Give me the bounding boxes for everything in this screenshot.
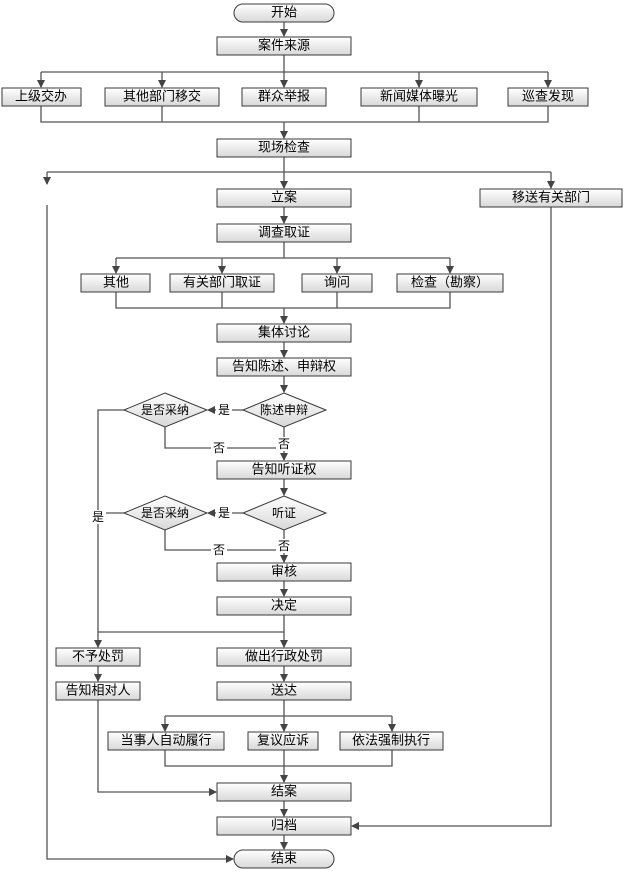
hearing-decision: 听证 — [241, 495, 328, 531]
svg-text:结案: 结案 — [271, 785, 297, 800]
evidence-dept-node: 有关部门取证 — [169, 273, 275, 293]
svg-text:有关部门取证: 有关部门取证 — [183, 276, 261, 291]
svg-text:其他部门移交: 其他部门移交 — [123, 89, 201, 105]
svg-text:陈述申辩: 陈述申辩 — [260, 402, 308, 417]
no-label: 否 — [278, 539, 290, 553]
svg-text:结束: 结束 — [271, 852, 297, 867]
svg-text:群众举报: 群众举报 — [258, 90, 310, 105]
svg-text:调查取证: 调查取证 — [258, 226, 310, 241]
decide-node: 决定 — [216, 596, 352, 616]
svg-text:现场检查: 现场检查 — [258, 141, 310, 156]
svg-text:决定: 决定 — [271, 599, 297, 614]
transfer-node: 移送有关部门 — [479, 188, 623, 208]
execute-voluntary-node: 当事人自动履行 — [107, 731, 225, 751]
archive-node: 归档 — [216, 816, 352, 836]
discuss-node: 集体讨论 — [216, 323, 352, 343]
penalty-node: 做出行政处罚 — [216, 647, 352, 667]
svg-text:告知陈述、申辩权: 告知陈述、申辩权 — [232, 359, 336, 375]
evidence-inspection-node: 检查（勘察） — [396, 273, 504, 293]
no-label: 否 — [213, 441, 225, 455]
no-penalty-node: 不予处罚 — [55, 647, 141, 667]
edge-labels: 是 否 否 是 否 否 是 — [90, 403, 292, 557]
svg-text:当事人自动履行: 当事人自动履行 — [120, 734, 211, 749]
evidence-other-node: 其他 — [80, 273, 151, 293]
no-label: 否 — [213, 543, 225, 557]
svg-text:听证: 听证 — [272, 506, 296, 520]
svg-text:是否采纳: 是否采纳 — [141, 403, 189, 417]
connectors — [37, 22, 555, 863]
adopt-decision-2: 是否采纳 — [122, 495, 209, 531]
svg-text:不予处罚: 不予处罚 — [72, 650, 124, 665]
yes-label: 是 — [218, 506, 230, 520]
start-node: 开始 — [233, 3, 335, 23]
svg-text:巡查发现: 巡查发现 — [522, 89, 574, 105]
notify-party-node: 告知相对人 — [55, 681, 141, 701]
no-label: 否 — [278, 437, 290, 451]
svg-text:告知相对人: 告知相对人 — [65, 683, 130, 699]
yes-label: 是 — [218, 403, 230, 417]
svg-text:询问: 询问 — [324, 276, 350, 291]
svg-text:上级交办: 上级交办 — [15, 89, 67, 105]
source-public-report-node: 群众举报 — [241, 87, 327, 107]
svg-text:告知听证权: 告知听证权 — [251, 462, 316, 478]
notify-defense-node: 告知陈述、申辩权 — [216, 357, 352, 377]
svg-text:立案: 立案 — [271, 191, 297, 206]
svg-text:送达: 送达 — [271, 684, 297, 699]
source-other-dept-node: 其他部门移交 — [104, 87, 220, 107]
svg-text:依法强制执行: 依法强制执行 — [352, 734, 430, 749]
svg-text:检查（勘察）: 检查（勘察） — [411, 276, 489, 291]
execute-appeal-node: 复议应诉 — [247, 731, 319, 751]
svg-text:归档: 归档 — [271, 819, 297, 834]
end-node: 结束 — [233, 849, 335, 869]
svg-text:案件来源: 案件来源 — [258, 39, 310, 54]
adopt-decision-1: 是否采纳 — [122, 392, 209, 428]
source-node: 案件来源 — [216, 36, 352, 56]
inspect-node: 现场检查 — [216, 138, 352, 158]
source-superior-node: 上级交办 — [1, 87, 82, 107]
deliver-node: 送达 — [216, 681, 352, 701]
source-media-node: 新闻媒体曝光 — [360, 87, 478, 107]
investigate-node: 调查取证 — [216, 223, 352, 243]
close-case-node: 结案 — [216, 782, 352, 802]
file-case-node: 立案 — [216, 188, 352, 208]
svg-text:审核: 审核 — [271, 565, 297, 580]
svg-text:开始: 开始 — [271, 6, 297, 21]
yes-label: 是 — [92, 510, 104, 524]
execute-enforce-node: 依法强制执行 — [339, 731, 444, 751]
svg-text:集体讨论: 集体讨论 — [258, 325, 310, 341]
nodes: 开始 案件来源 上级交办 其他部门移交 群众举报 新闻媒体曝光 巡查发现 现场检… — [1, 3, 623, 869]
svg-text:做出行政处罚: 做出行政处罚 — [245, 650, 323, 665]
notify-hearing-node: 告知听证权 — [216, 460, 352, 480]
evidence-inquiry-node: 询问 — [301, 273, 373, 293]
svg-text:是否采纳: 是否采纳 — [141, 506, 189, 520]
svg-text:复议应诉: 复议应诉 — [257, 733, 309, 749]
svg-text:其他: 其他 — [103, 276, 129, 291]
source-patrol-node: 巡查发现 — [507, 87, 589, 107]
review-node: 审核 — [216, 562, 352, 582]
defense-decision: 陈述申辩 — [241, 392, 328, 428]
svg-text:新闻媒体曝光: 新闻媒体曝光 — [380, 89, 458, 105]
svg-text:移送有关部门: 移送有关部门 — [512, 191, 590, 206]
